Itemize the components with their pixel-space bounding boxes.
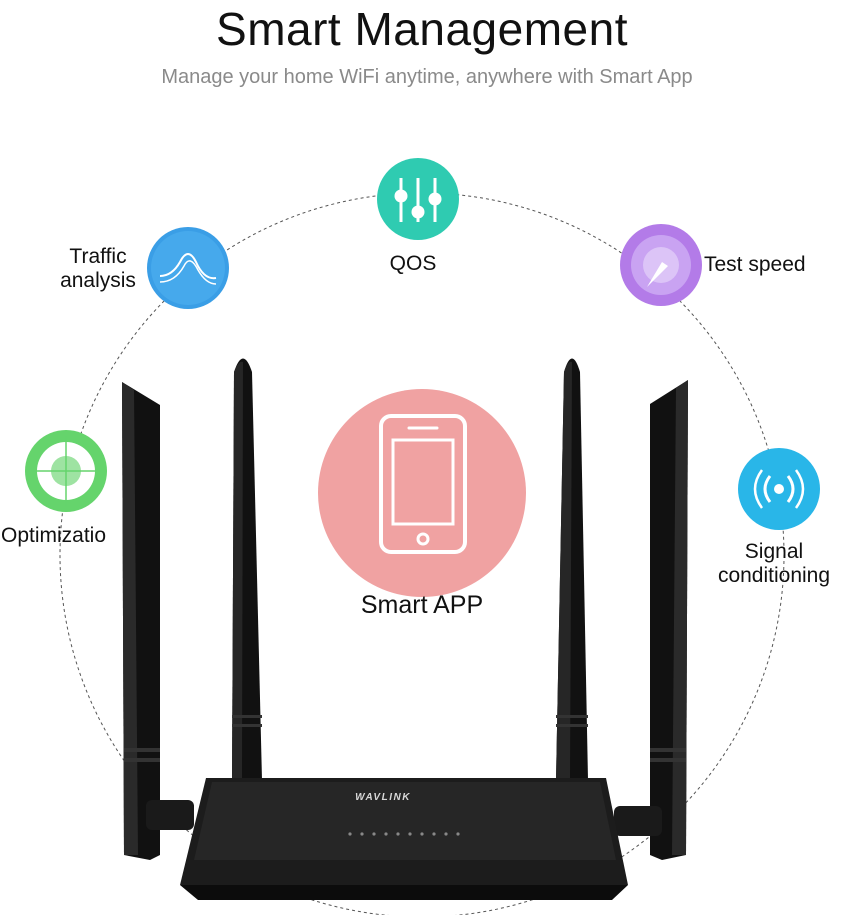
router-brand-logo: WAVLINK	[355, 792, 411, 803]
traffic-wave-icon	[147, 227, 229, 309]
traffic-line1: Traffic	[69, 245, 127, 268]
traffic-line2: analysis	[60, 269, 136, 292]
signal-wave-icon	[738, 448, 820, 530]
signal-line2: conditioning	[717, 564, 831, 587]
smart-app-badge	[318, 389, 526, 597]
optimization-target-icon	[25, 430, 107, 512]
feature-optimization-label: Optimizatio	[1, 524, 107, 547]
smart-app-label: Smart APP	[360, 591, 484, 619]
feature-qos-label: QOS	[389, 252, 437, 275]
speedometer-icon	[620, 224, 702, 306]
antenna-far-right	[614, 380, 688, 860]
router-body	[180, 778, 628, 900]
page-title: Smart Management	[216, 3, 628, 55]
signal-line1: Signal	[744, 540, 804, 563]
antenna-inner-left	[232, 358, 262, 780]
antenna-inner-right	[556, 358, 588, 780]
smartphone-icon	[379, 414, 467, 554]
page-subtitle: Manage your home WiFi anytime, anywhere …	[161, 66, 693, 88]
feature-signal-label: Signal conditioning	[704, 540, 844, 588]
qos-sliders-icon	[377, 158, 459, 240]
antenna-far-left	[122, 382, 194, 860]
led-row	[348, 832, 460, 836]
feature-speed-label: Test speed	[704, 253, 806, 276]
feature-traffic-label: Traffic analysis	[48, 245, 148, 293]
